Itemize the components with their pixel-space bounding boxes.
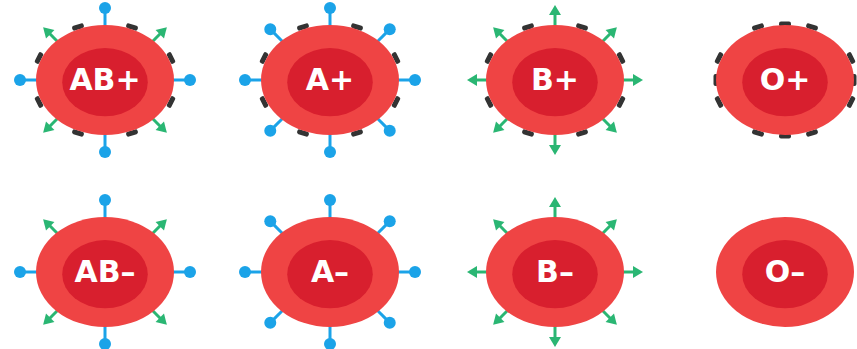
blood-cell: O+ bbox=[716, 25, 854, 135]
blood-cell: AB+ bbox=[36, 25, 174, 135]
blood-type-label: A– bbox=[311, 257, 349, 287]
blood-type-label: O– bbox=[765, 257, 806, 287]
blood-cell: B– bbox=[486, 217, 624, 327]
blood-cell: A– bbox=[261, 217, 399, 327]
blood-cell: O– bbox=[716, 217, 854, 327]
blood-type-label: AB+ bbox=[69, 65, 140, 95]
blood-cell: AB– bbox=[36, 217, 174, 327]
blood-type-label: AB– bbox=[74, 257, 135, 287]
blood-type-label: B+ bbox=[531, 65, 579, 95]
blood-cell: B+ bbox=[486, 25, 624, 135]
blood-type-label: A+ bbox=[306, 65, 354, 95]
blood-type-label: B– bbox=[536, 257, 574, 287]
blood-type-label: O+ bbox=[760, 65, 811, 95]
blood-cell: A+ bbox=[261, 25, 399, 135]
